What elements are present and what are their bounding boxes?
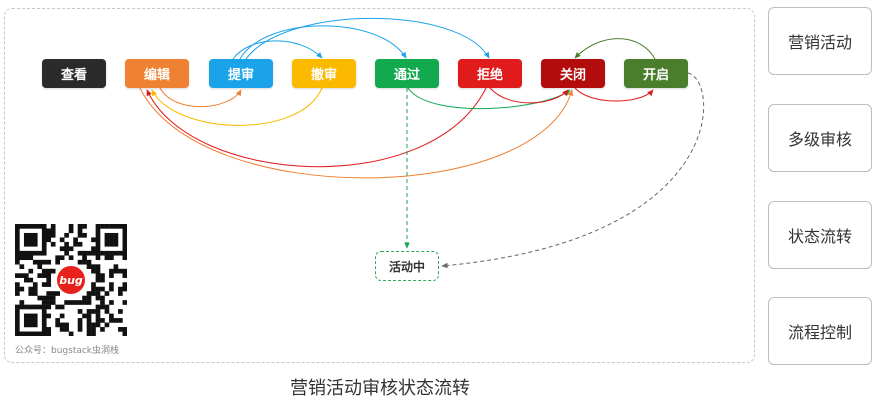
side-label-multilevel-review: 多级审核 (768, 104, 872, 172)
qr-logo-text: bug (59, 274, 83, 287)
qr-code: bug (15, 224, 127, 336)
node-open: 开启 (624, 59, 688, 88)
edge-pass-to-close (407, 87, 571, 110)
edge-edit-to-close (139, 87, 574, 179)
edge-open-to-close (574, 38, 656, 60)
edge-reject-to-close (489, 87, 569, 104)
node-active: 活动中 (375, 251, 439, 281)
edge-edit-to-submit (159, 87, 242, 108)
edge-open-to-active (441, 72, 705, 269)
node-reject: 拒绝 (458, 59, 522, 88)
node-submit: 提审 (209, 59, 273, 88)
diagram-caption: 营销活动审核状态流转 (290, 378, 470, 399)
node-edit: 编辑 (125, 59, 189, 88)
qr-caption: 公众号：bugstack虫洞栈 (15, 346, 120, 356)
node-pass: 通过 (375, 59, 439, 88)
edge-revoke-to-edit (151, 87, 323, 126)
edge-submit-to-revoke (232, 40, 323, 60)
edge-submit-to-reject (245, 17, 490, 60)
diagram-frame (4, 8, 755, 363)
node-revoke: 撤审 (292, 59, 356, 88)
edge-reject-to-edit (146, 87, 487, 168)
node-view: 查看 (42, 59, 106, 88)
qr-logo-badge (55, 264, 87, 296)
side-label-state-flow: 状态流转 (768, 201, 872, 269)
side-label-marketing-activity: 营销活动 (768, 7, 872, 75)
edge-close-to-open (574, 87, 654, 102)
node-close: 关闭 (541, 59, 605, 88)
side-label-process-control: 流程控制 (768, 297, 872, 365)
edge-submit-to-pass (239, 25, 407, 60)
